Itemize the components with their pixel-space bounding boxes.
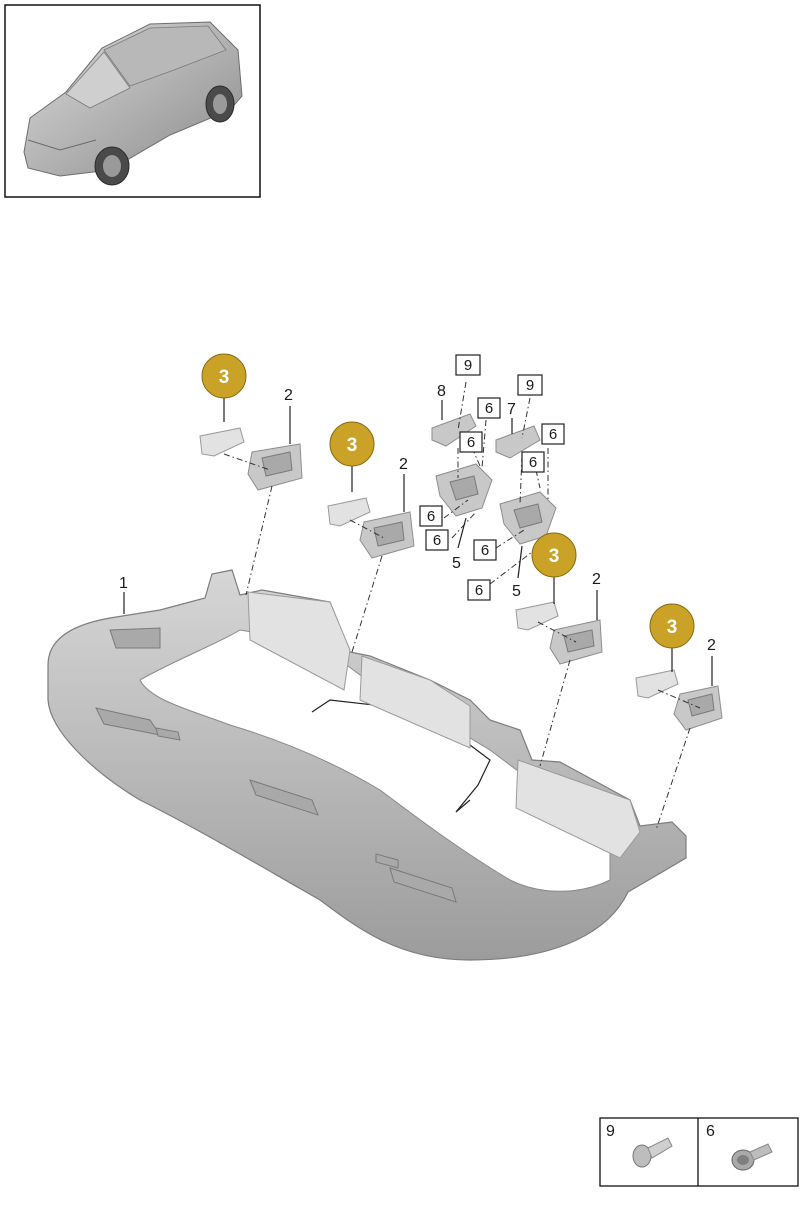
kit-plate-1 <box>199 427 245 457</box>
svg-text:6: 6 <box>433 532 441 549</box>
screw6-box: 6 <box>419 505 443 527</box>
assembly-lines <box>223 381 701 831</box>
screw6-box: 6 <box>477 397 501 419</box>
screw6-box: 6 <box>425 529 449 551</box>
clip-part-1 <box>247 443 303 491</box>
screw6-box: 6 <box>467 579 491 601</box>
callout-frame-label: 1 <box>119 575 128 592</box>
fastener-legend: 9 6 <box>599 1117 799 1187</box>
kit-badge[interactable]: 3 <box>531 532 577 578</box>
screw6-box: 6 <box>473 539 497 561</box>
screw9-box: 9 <box>455 354 481 376</box>
svg-text:3: 3 <box>219 367 230 388</box>
leader-lines <box>123 398 713 686</box>
callout-bracket-label: 5 <box>452 555 461 572</box>
callout-clip-label: 2 <box>707 637 716 654</box>
svg-text:9: 9 <box>526 377 534 394</box>
svg-text:6: 6 <box>485 400 493 417</box>
svg-text:6: 6 <box>481 542 489 559</box>
car-image <box>23 21 243 186</box>
callout-clip-label: 2 <box>399 456 408 473</box>
screw9-box: 9 <box>517 374 543 396</box>
screw9-icon <box>632 1137 673 1168</box>
kit-badge[interactable]: 3 <box>201 353 247 399</box>
screw6-box: 6 <box>541 423 565 445</box>
svg-text:6: 6 <box>529 454 537 471</box>
screw6-box: 6 <box>521 451 545 473</box>
callout-cap7-label: 7 <box>507 401 516 418</box>
clip-part-4 <box>673 685 723 731</box>
legend-screw6-label: 6 <box>706 1123 715 1140</box>
kit-plate-4 <box>635 669 679 699</box>
screw6-box: 6 <box>459 431 483 453</box>
screw6-icon <box>731 1143 773 1171</box>
callout-cap8-label: 8 <box>437 383 446 400</box>
legend-screw9-label: 9 <box>606 1123 615 1140</box>
callout-clip-label: 2 <box>284 387 293 404</box>
kit-plate-3 <box>515 601 559 631</box>
cap-part-7 <box>495 425 541 459</box>
seat-frame <box>47 569 687 961</box>
bracket-part-5-right <box>499 491 557 545</box>
kit-plate-2 <box>327 497 371 527</box>
kit-badge[interactable]: 3 <box>649 603 695 649</box>
callout-bracket-label: 5 <box>512 583 521 600</box>
svg-text:6: 6 <box>467 434 475 451</box>
svg-text:9: 9 <box>464 357 472 374</box>
svg-text:3: 3 <box>347 435 358 456</box>
clip-part-2 <box>359 511 415 559</box>
svg-text:6: 6 <box>475 582 483 599</box>
svg-text:6: 6 <box>549 426 557 443</box>
bracket-part-5-left <box>435 463 493 517</box>
svg-text:6: 6 <box>427 508 435 525</box>
callout-clip-label: 2 <box>592 571 601 588</box>
svg-text:3: 3 <box>667 617 678 638</box>
kit-badge[interactable]: 3 <box>329 421 375 467</box>
vehicle-thumbnail <box>4 4 261 198</box>
svg-text:3: 3 <box>549 546 560 567</box>
